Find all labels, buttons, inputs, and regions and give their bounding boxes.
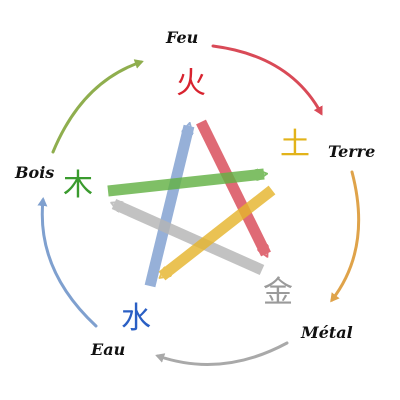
cycle-arrow-metal-to-water (155, 341, 289, 366)
water-glyph: 水 (121, 301, 151, 336)
earth-label: Terre (328, 142, 376, 161)
earth-glyph: 土 (280, 127, 310, 162)
wood-glyph: 木 (63, 168, 93, 203)
star-arrow-metal-to-wood (114, 198, 265, 276)
star-arrow-water-to-fire (144, 126, 195, 288)
star-arrow-fire-to-metal (196, 119, 271, 254)
cycle-arrow-water-to-wood (37, 197, 98, 328)
metal-glyph: 金 (263, 275, 293, 310)
cycle-arrow-fire-to-earth (211, 44, 323, 116)
metal-label: Métal (301, 323, 353, 342)
star-arrow-wood-to-earth (107, 174, 264, 197)
water-label: Eau (91, 340, 126, 359)
fire-glyph: 火 (176, 66, 206, 101)
wood-label: Bois (15, 163, 55, 182)
cycle-arrow-wood-to-fire (51, 59, 144, 154)
star-arrow-earth-to-water (162, 185, 276, 281)
fire-label: Feu (166, 28, 199, 47)
cycle-arrow-earth-to-metal (330, 170, 361, 303)
